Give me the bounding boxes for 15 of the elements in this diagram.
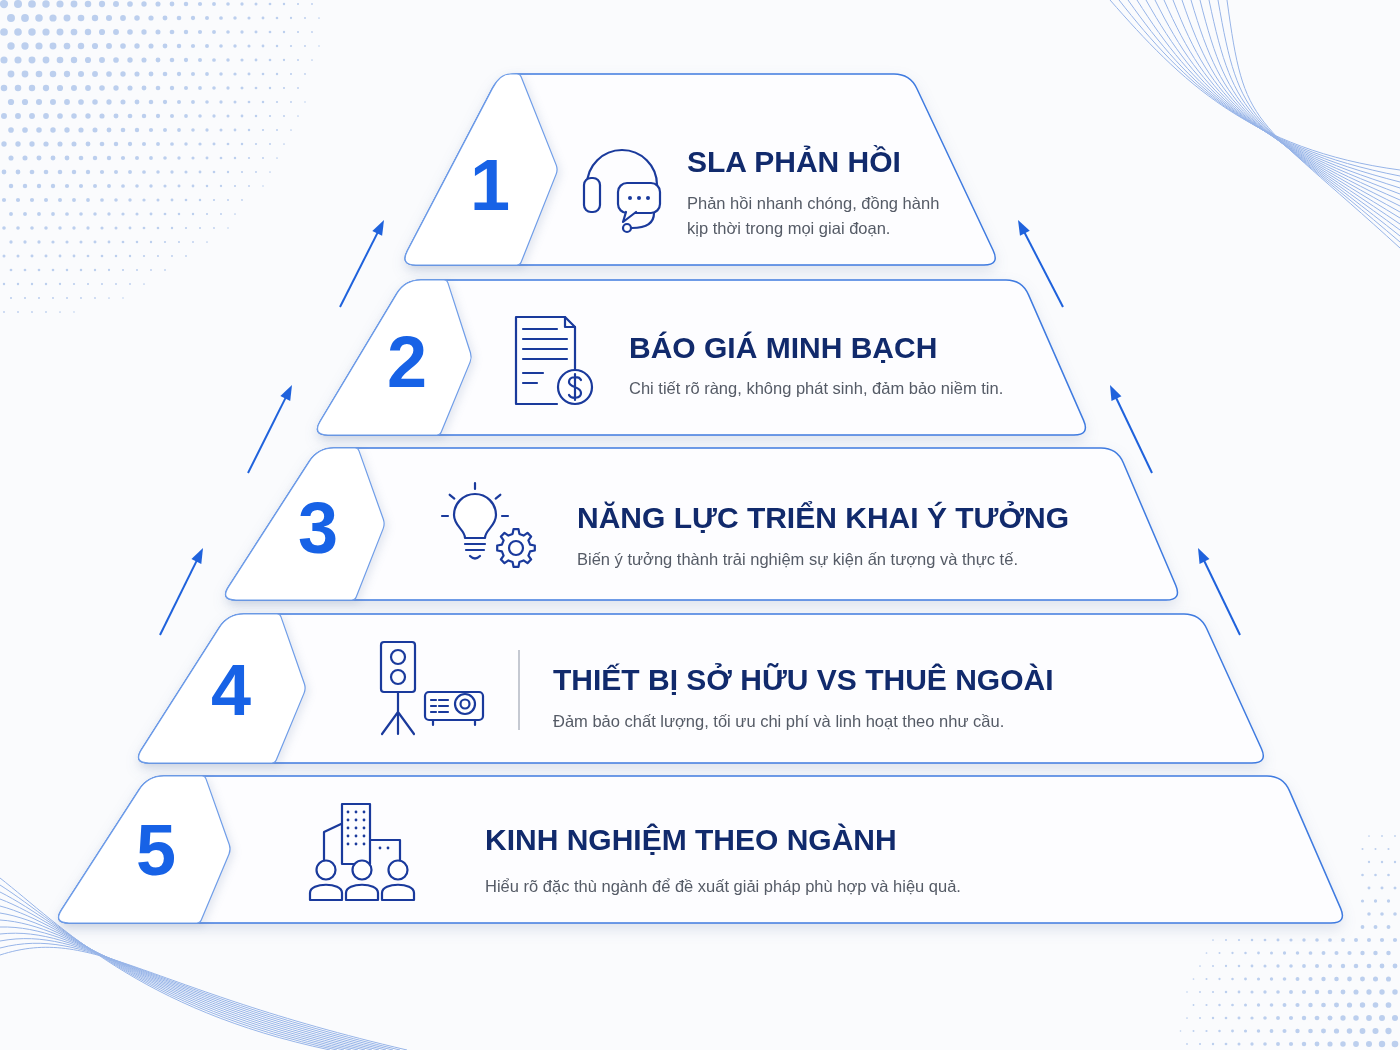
step-number: 1 <box>470 153 510 217</box>
tier-title: NĂNG LỰC TRIỂN KHAI Ý TƯỞNG <box>577 501 1070 535</box>
tier-title: BÁO GIÁ MINH BẠCH <box>629 331 938 365</box>
tier-description: Chi tiết rõ ràng, không phát sinh, đảm bảo niềm tin. <box>629 378 1004 399</box>
tier-title: KINH NGHIỆM THEO NGÀNH <box>485 823 897 857</box>
tier-description: Hiểu rõ đặc thù ngành để đề xuất giải pháp phù hợp và hiệu quả. <box>485 876 961 897</box>
tier-title: THIẾT BỊ SỞ HỮU VS THUÊ NGOÀI <box>553 663 1054 697</box>
tier-title: SLA PHẢN HỒI <box>687 145 901 179</box>
step-number: 5 <box>136 818 176 882</box>
step-number: 4 <box>211 658 251 722</box>
tier-description: Phản hồi nhanh chóng, đồng hành kịp thời trong mọi giai đoạn. <box>687 193 941 239</box>
step-number: 3 <box>298 496 338 560</box>
step-number: 2 <box>387 330 427 394</box>
tier-description: Đảm bảo chất lượng, tối ưu chi phí và linh hoạt theo như cầu. <box>553 711 1005 732</box>
tier-description: Biến ý tưởng thành trải nghiệm sự kiện ấn tượng và thực tế. <box>577 549 1018 570</box>
